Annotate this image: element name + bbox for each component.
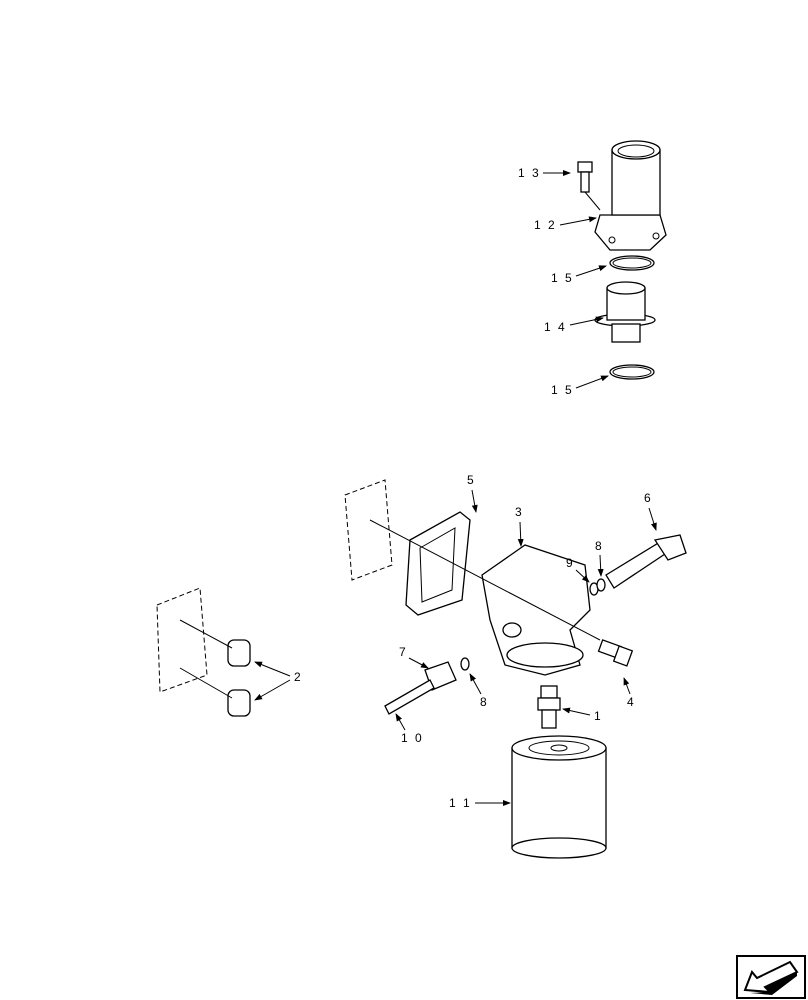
callout-label: 2 <box>294 670 303 684</box>
callout-15: 1 5 <box>551 375 609 397</box>
callout-5: 5 <box>467 473 478 513</box>
o-ring-8-lower <box>460 657 470 671</box>
plugs-2 <box>179 619 251 717</box>
callout-8: 8 <box>469 673 489 709</box>
callout-label: 1 0 <box>401 731 424 745</box>
o-ring-8-upper <box>596 578 606 592</box>
bolt-13 <box>577 161 601 211</box>
bolt-10 <box>384 679 435 715</box>
valve-6 <box>605 534 687 589</box>
callout-1: 1 <box>562 707 603 723</box>
thermostat-housing <box>594 140 667 251</box>
callout-14: 1 4 <box>544 316 604 334</box>
callout-11: 1 1 <box>449 796 511 810</box>
callout-label: 1 4 <box>544 320 567 334</box>
seal-ring-15-lower <box>609 364 655 380</box>
callout-label: 7 <box>399 645 408 659</box>
callout-label: 1 5 <box>551 271 574 285</box>
filter-head-3 <box>369 519 601 676</box>
callout-label: 9 <box>566 556 575 570</box>
callout-label: 8 <box>480 695 489 709</box>
callout-8: 8 <box>595 539 604 577</box>
callout-label: 4 <box>627 695 636 709</box>
callout-label: 6 <box>644 491 653 505</box>
fitting-1 <box>537 685 561 729</box>
thermostat-14 <box>594 281 656 343</box>
callout-label: 1 1 <box>449 796 472 810</box>
callout-10: 1 0 <box>395 713 424 745</box>
seal-ring-15-upper <box>609 255 655 271</box>
callout-label: 3 <box>515 505 524 519</box>
callout-7: 7 <box>399 645 429 669</box>
callout-label: 1 <box>594 709 603 723</box>
callout-12: 1 2 <box>534 216 597 232</box>
engine-block-reference <box>344 479 393 581</box>
callout-6: 6 <box>644 491 657 531</box>
gasket-5 <box>405 511 471 616</box>
callout-13: 1 3 <box>518 166 571 180</box>
callout-label: 1 3 <box>518 166 541 180</box>
callout-label: 5 <box>467 473 476 487</box>
callout-2: 2 <box>254 661 303 701</box>
bolt-4 <box>597 639 634 667</box>
oil-filter-11 <box>511 735 607 859</box>
engine-block-reference-2 <box>156 587 208 693</box>
previous-page-arrow-icon[interactable] <box>736 955 806 999</box>
callout-label: 8 <box>595 539 604 553</box>
callout-3: 3 <box>515 505 524 547</box>
callout-15: 1 5 <box>551 265 607 285</box>
callout-9: 9 <box>566 556 590 583</box>
callout-4: 4 <box>623 677 636 709</box>
callout-label: 1 2 <box>534 218 557 232</box>
callout-label: 1 5 <box>551 383 574 397</box>
